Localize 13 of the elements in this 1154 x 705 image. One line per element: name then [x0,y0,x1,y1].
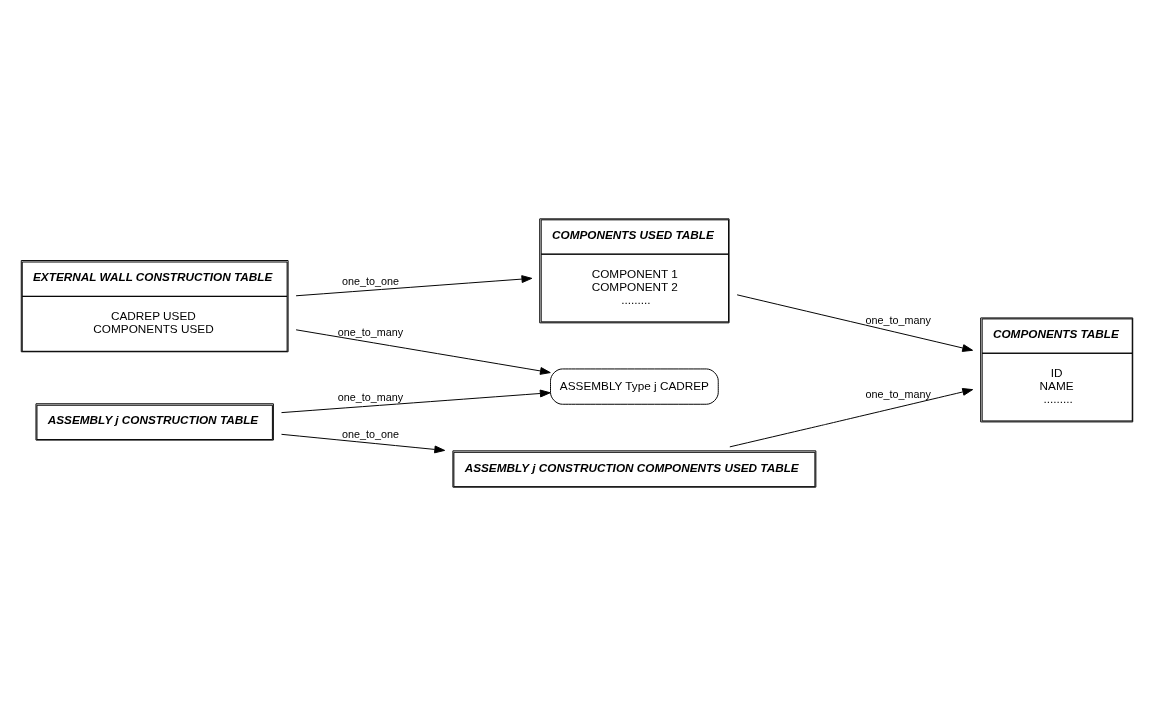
edge-label: one_to_one [342,427,399,440]
arrow [295,274,533,296]
arrow [281,389,551,413]
arrow [281,433,446,453]
arrow [729,387,974,447]
edge-label: one_to_many [865,313,931,326]
edge-label: one_to_many [337,325,404,338]
edge-label: one_to_many [865,387,931,400]
arrow [295,328,551,375]
edge-label: one_to_many [337,390,404,403]
node-box: ASSEMBLY Type j CADREP [550,367,719,405]
edge-label: one_to_one [342,274,399,287]
arrow [736,293,974,352]
